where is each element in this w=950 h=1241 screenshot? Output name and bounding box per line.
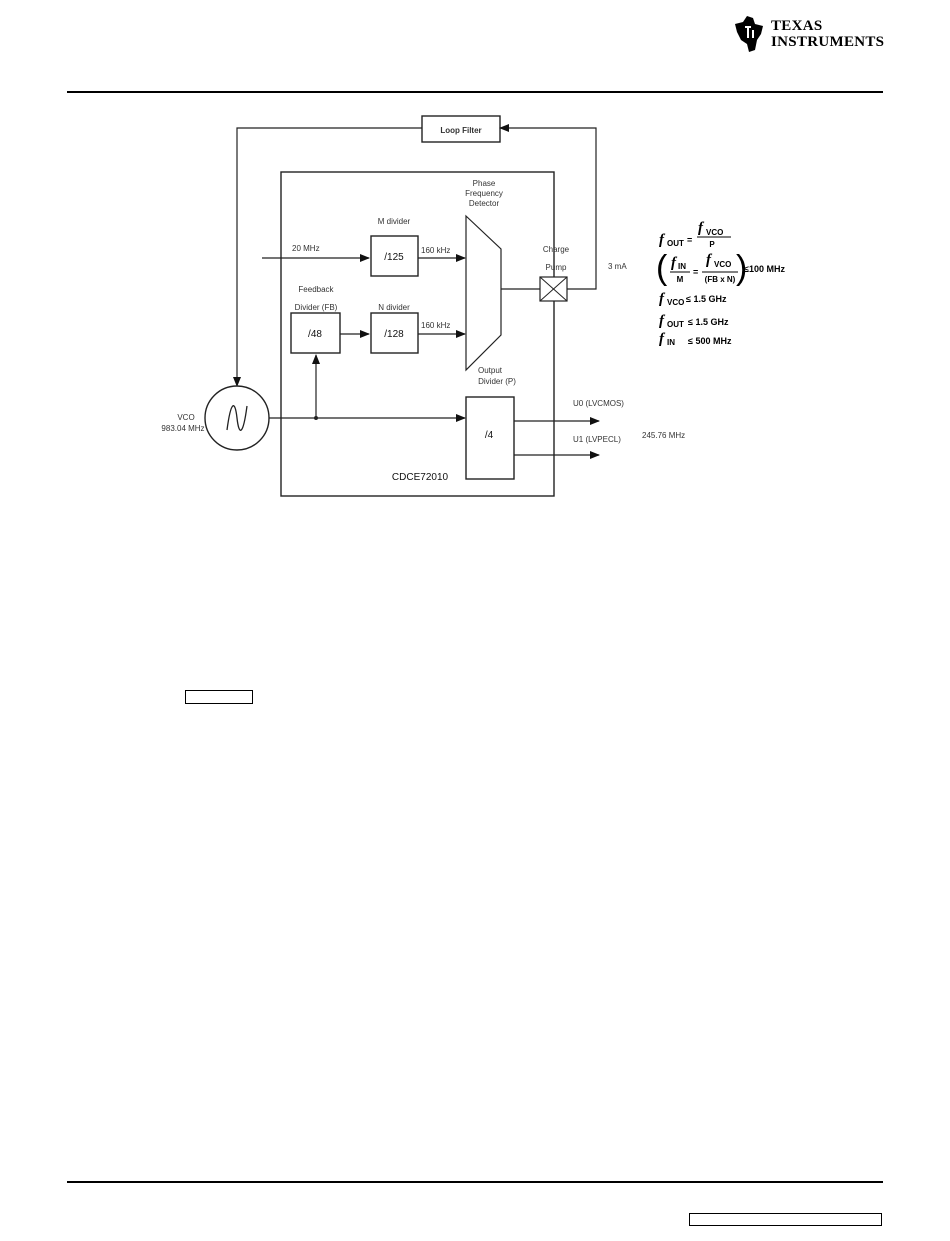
footer-rule <box>67 1181 883 1183</box>
eq5-limit: ≤ 500 MHz <box>688 336 732 346</box>
chip-name-label: CDCE72010 <box>392 472 449 483</box>
header-rule <box>67 91 883 93</box>
filter-to-vco-line <box>233 127 422 387</box>
phase-frequency-detector <box>465 214 502 372</box>
output-div-label-2: Divider (P) <box>478 377 516 386</box>
pfd-label-2: Frequency <box>465 189 503 198</box>
eq2-den1: M <box>677 275 684 284</box>
eq2-num1-f: f <box>671 255 678 271</box>
loop-filter-label: Loop Filter <box>440 126 481 135</box>
junction-dot <box>314 416 318 420</box>
vco-label: VCO <box>177 413 194 422</box>
n-out-freq-label: 160 kHz <box>421 321 450 330</box>
m-divider-box <box>370 235 419 277</box>
fb-value: /48 <box>308 329 322 340</box>
n-divider-value: /128 <box>384 329 404 340</box>
output-divider-box <box>465 396 515 480</box>
n-divider-box <box>370 312 419 354</box>
eq2-num2-sub: VCO <box>714 260 731 269</box>
logo-line-1: Texas <box>771 18 823 34</box>
eq2-num1-sub: IN <box>678 262 686 271</box>
logo-line-2: Instruments <box>771 34 885 50</box>
eq4-sub: OUT <box>667 320 684 329</box>
fb-label-1: Feedback <box>298 285 334 294</box>
logo-wordmark: Texas Instruments <box>771 18 884 50</box>
eq1-f: f <box>659 232 666 248</box>
eq5-f: f <box>659 331 666 347</box>
pfd-label-1: Phase <box>473 179 496 188</box>
equations-block: f OUT = f VCO P ( f IN M = f VCO (FB x N… <box>656 220 785 347</box>
charge-pump-cross-b <box>539 276 568 302</box>
reference-link-box[interactable] <box>185 690 253 704</box>
eq3-limit: ≤ 1.5 GHz <box>686 294 727 304</box>
eq5-sub: IN <box>667 338 675 347</box>
charge-pump-label-1: Charge <box>543 245 570 254</box>
charge-pump-to-filter-line <box>499 124 597 290</box>
m-divider-value: /125 <box>384 252 404 263</box>
eq2-rparen: ) <box>736 249 747 287</box>
eq2-lparen: ( <box>656 249 668 287</box>
footer-doc-link-box[interactable] <box>689 1213 882 1226</box>
eq3-f: f <box>659 291 666 307</box>
eq1-den: P <box>709 240 715 249</box>
m-divider-label: M divider <box>378 217 411 226</box>
eq2-den2: (FB x N) <box>705 275 736 284</box>
pfd-label-3: Detector <box>469 199 500 208</box>
fb-label-2: Divider (FB) <box>295 303 338 312</box>
u1-label: U1 (LVPECL) <box>573 435 621 444</box>
eq1-lhs-sub: OUT <box>667 239 684 248</box>
out-freq-label: 245.76 MHz <box>642 431 685 440</box>
sine-icon <box>226 405 248 431</box>
n-divider-label: N divider <box>378 303 410 312</box>
u0-label: U0 (LVCMOS) <box>573 399 624 408</box>
eq4-f: f <box>659 313 666 329</box>
ti-logo-icon <box>735 16 763 52</box>
loop-filter-box <box>421 115 501 143</box>
eq2-equals: = <box>693 267 698 277</box>
eq1-num-f: f <box>698 220 705 236</box>
eq2-limit: ≤100 MHz <box>744 264 785 274</box>
output-div-label-1: Output <box>478 366 503 375</box>
eq1-num-sub: VCO <box>706 228 723 237</box>
ti-logo: Texas Instruments <box>733 14 884 54</box>
eq3-sub: VCO <box>667 298 684 307</box>
m-out-freq-label: 160 kHz <box>421 246 450 255</box>
feedback-divider-box <box>290 312 341 354</box>
input-freq-label: 20 MHz <box>292 244 320 253</box>
vco-freq-label: 983.04 MHz <box>161 424 204 433</box>
eq1-equals: = <box>687 235 692 245</box>
charge-current-label: 3 mA <box>608 262 627 271</box>
output-div-value: /4 <box>485 430 494 441</box>
charge-pump-label-2: Pump <box>546 263 567 272</box>
eq2-num2-f: f <box>706 252 713 268</box>
eq4-limit: ≤ 1.5 GHz <box>688 317 729 327</box>
clock-block-diagram: Loop Filter Phase Frequency Detector M d… <box>161 115 785 497</box>
chip-outline <box>280 171 555 497</box>
